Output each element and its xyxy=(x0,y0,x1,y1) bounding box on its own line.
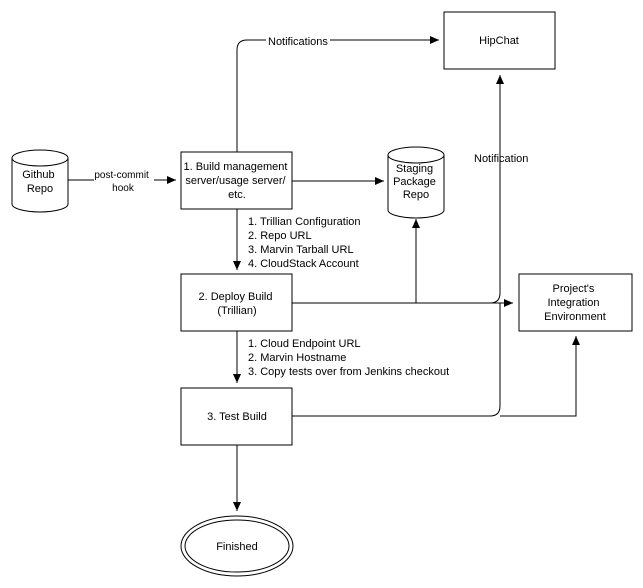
post-commit-label-line2: hook xyxy=(112,183,135,194)
test-input-3: 3. Copy tests over from Jenkins checkout xyxy=(248,366,449,378)
svg-text:Project's Integration: Project's Integration Environment xyxy=(544,283,606,323)
notification-label: Notification xyxy=(474,153,528,165)
build-management-node: 1. Build management server/usage server/… xyxy=(180,151,293,210)
edge-test-to-integration xyxy=(500,336,580,417)
build-label-line2: server/usage server/ xyxy=(185,175,286,187)
staging-label-line1: Staging xyxy=(396,163,433,175)
deploy-build-node: 2. Deploy Build (Trillian) xyxy=(180,273,293,332)
hipchat-node: HipChat xyxy=(443,11,556,70)
hipchat-label: HipChat xyxy=(479,35,519,47)
svg-text:1. Cloud Endpoint URL 2. M: 1. Cloud Endpoint URL 2. Marvin Hostname… xyxy=(248,338,449,378)
test-label: 3. Test Build xyxy=(207,411,267,423)
staging-repo-node: Staging Package Repo xyxy=(387,146,445,219)
integration-env-node: Project's Integration Environment xyxy=(518,273,633,332)
svg-text:2. Deploy Build (Trillia: 2. Deploy Build (Trillian) xyxy=(198,291,275,317)
finished-node: Finished xyxy=(180,515,294,577)
deploy-label-line2: (Trillian) xyxy=(217,305,256,317)
github-repo-node: Github Repo xyxy=(11,149,69,213)
edge-build-to-hipchat xyxy=(236,36,439,152)
svg-text:Github Repo: Github Repo xyxy=(22,169,57,195)
svg-text:Staging Package Re: Staging Package Repo xyxy=(393,163,439,201)
build-label-line3: etc. xyxy=(228,189,246,201)
edge-test-to-hipchat xyxy=(292,303,501,417)
deploy-label-line1: 2. Deploy Build xyxy=(198,291,272,303)
integration-label-line3: Environment xyxy=(544,311,606,323)
integration-label-line1: Project's xyxy=(553,283,595,295)
build-label-line1: 1. Build management xyxy=(183,161,287,173)
deploy-input-4: 4. CloudStack Account xyxy=(248,258,359,270)
notifications-label: Notifications xyxy=(268,36,328,48)
finished-label: Finished xyxy=(216,541,258,553)
test-build-node: 3. Test Build xyxy=(180,387,293,446)
test-input-2: 2. Marvin Hostname xyxy=(248,352,346,364)
svg-text:1. Trillian Configuration: 1. Trillian Configuration 2. Repo URL 3.… xyxy=(248,216,364,270)
staging-label-line2: Package xyxy=(393,176,436,188)
deploy-input-1: 1. Trillian Configuration xyxy=(248,216,361,228)
svg-text:post-commit hook: post-commit hook xyxy=(94,170,151,194)
deploy-input-2: 2. Repo URL xyxy=(248,230,311,242)
github-label-line1: Github xyxy=(22,169,54,181)
deploy-input-3: 3. Marvin Tarball URL xyxy=(248,244,353,256)
edge-deploy-to-hipchat xyxy=(489,75,504,304)
test-input-1: 1. Cloud Endpoint URL xyxy=(248,338,360,350)
staging-label-line3: Repo xyxy=(403,189,429,201)
integration-label-line2: Integration xyxy=(547,297,599,309)
github-label-line2: Repo xyxy=(27,183,53,195)
svg-text:1. Build management serv: 1. Build management server/usage server/… xyxy=(183,161,290,201)
post-commit-label-line1: post-commit xyxy=(94,170,149,181)
